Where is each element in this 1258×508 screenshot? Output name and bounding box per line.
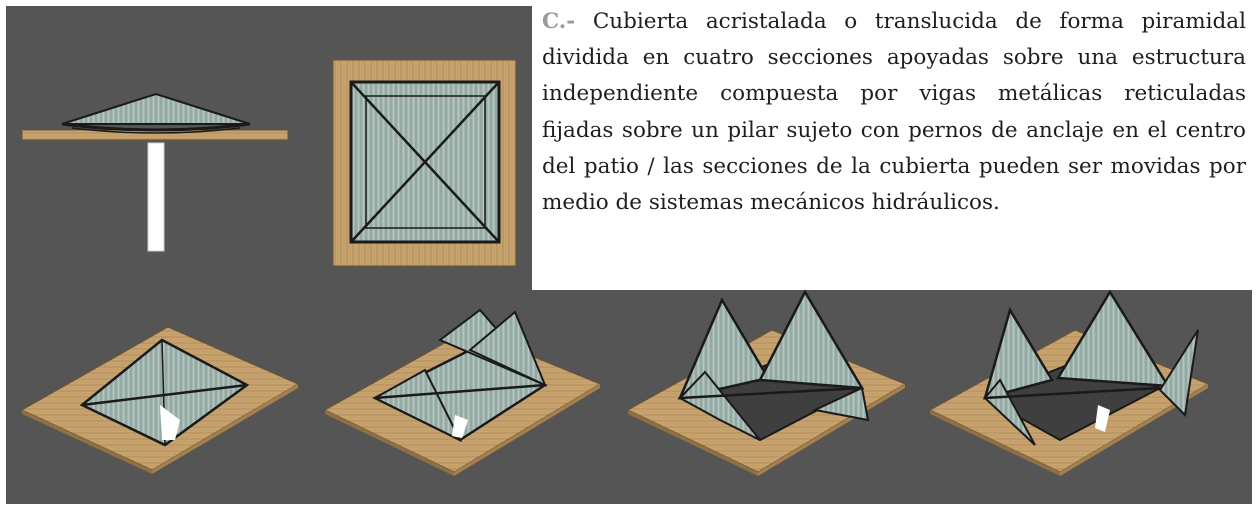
canopy-elevation-icon [21, 92, 289, 252]
canopy-plan-icon [332, 59, 517, 267]
canopy-closed-icon [20, 326, 300, 474]
caption-text: C.- Cubierta acristalada o translucida d… [542, 4, 1246, 288]
canopy-opening-icon [323, 308, 602, 476]
canopy-open-icon [928, 289, 1210, 476]
caption-body: Cubierta acristalada o translucida de fo… [542, 9, 1246, 216]
canopy-half-open-icon [626, 289, 907, 476]
caption-letter: C.- [542, 9, 576, 34]
